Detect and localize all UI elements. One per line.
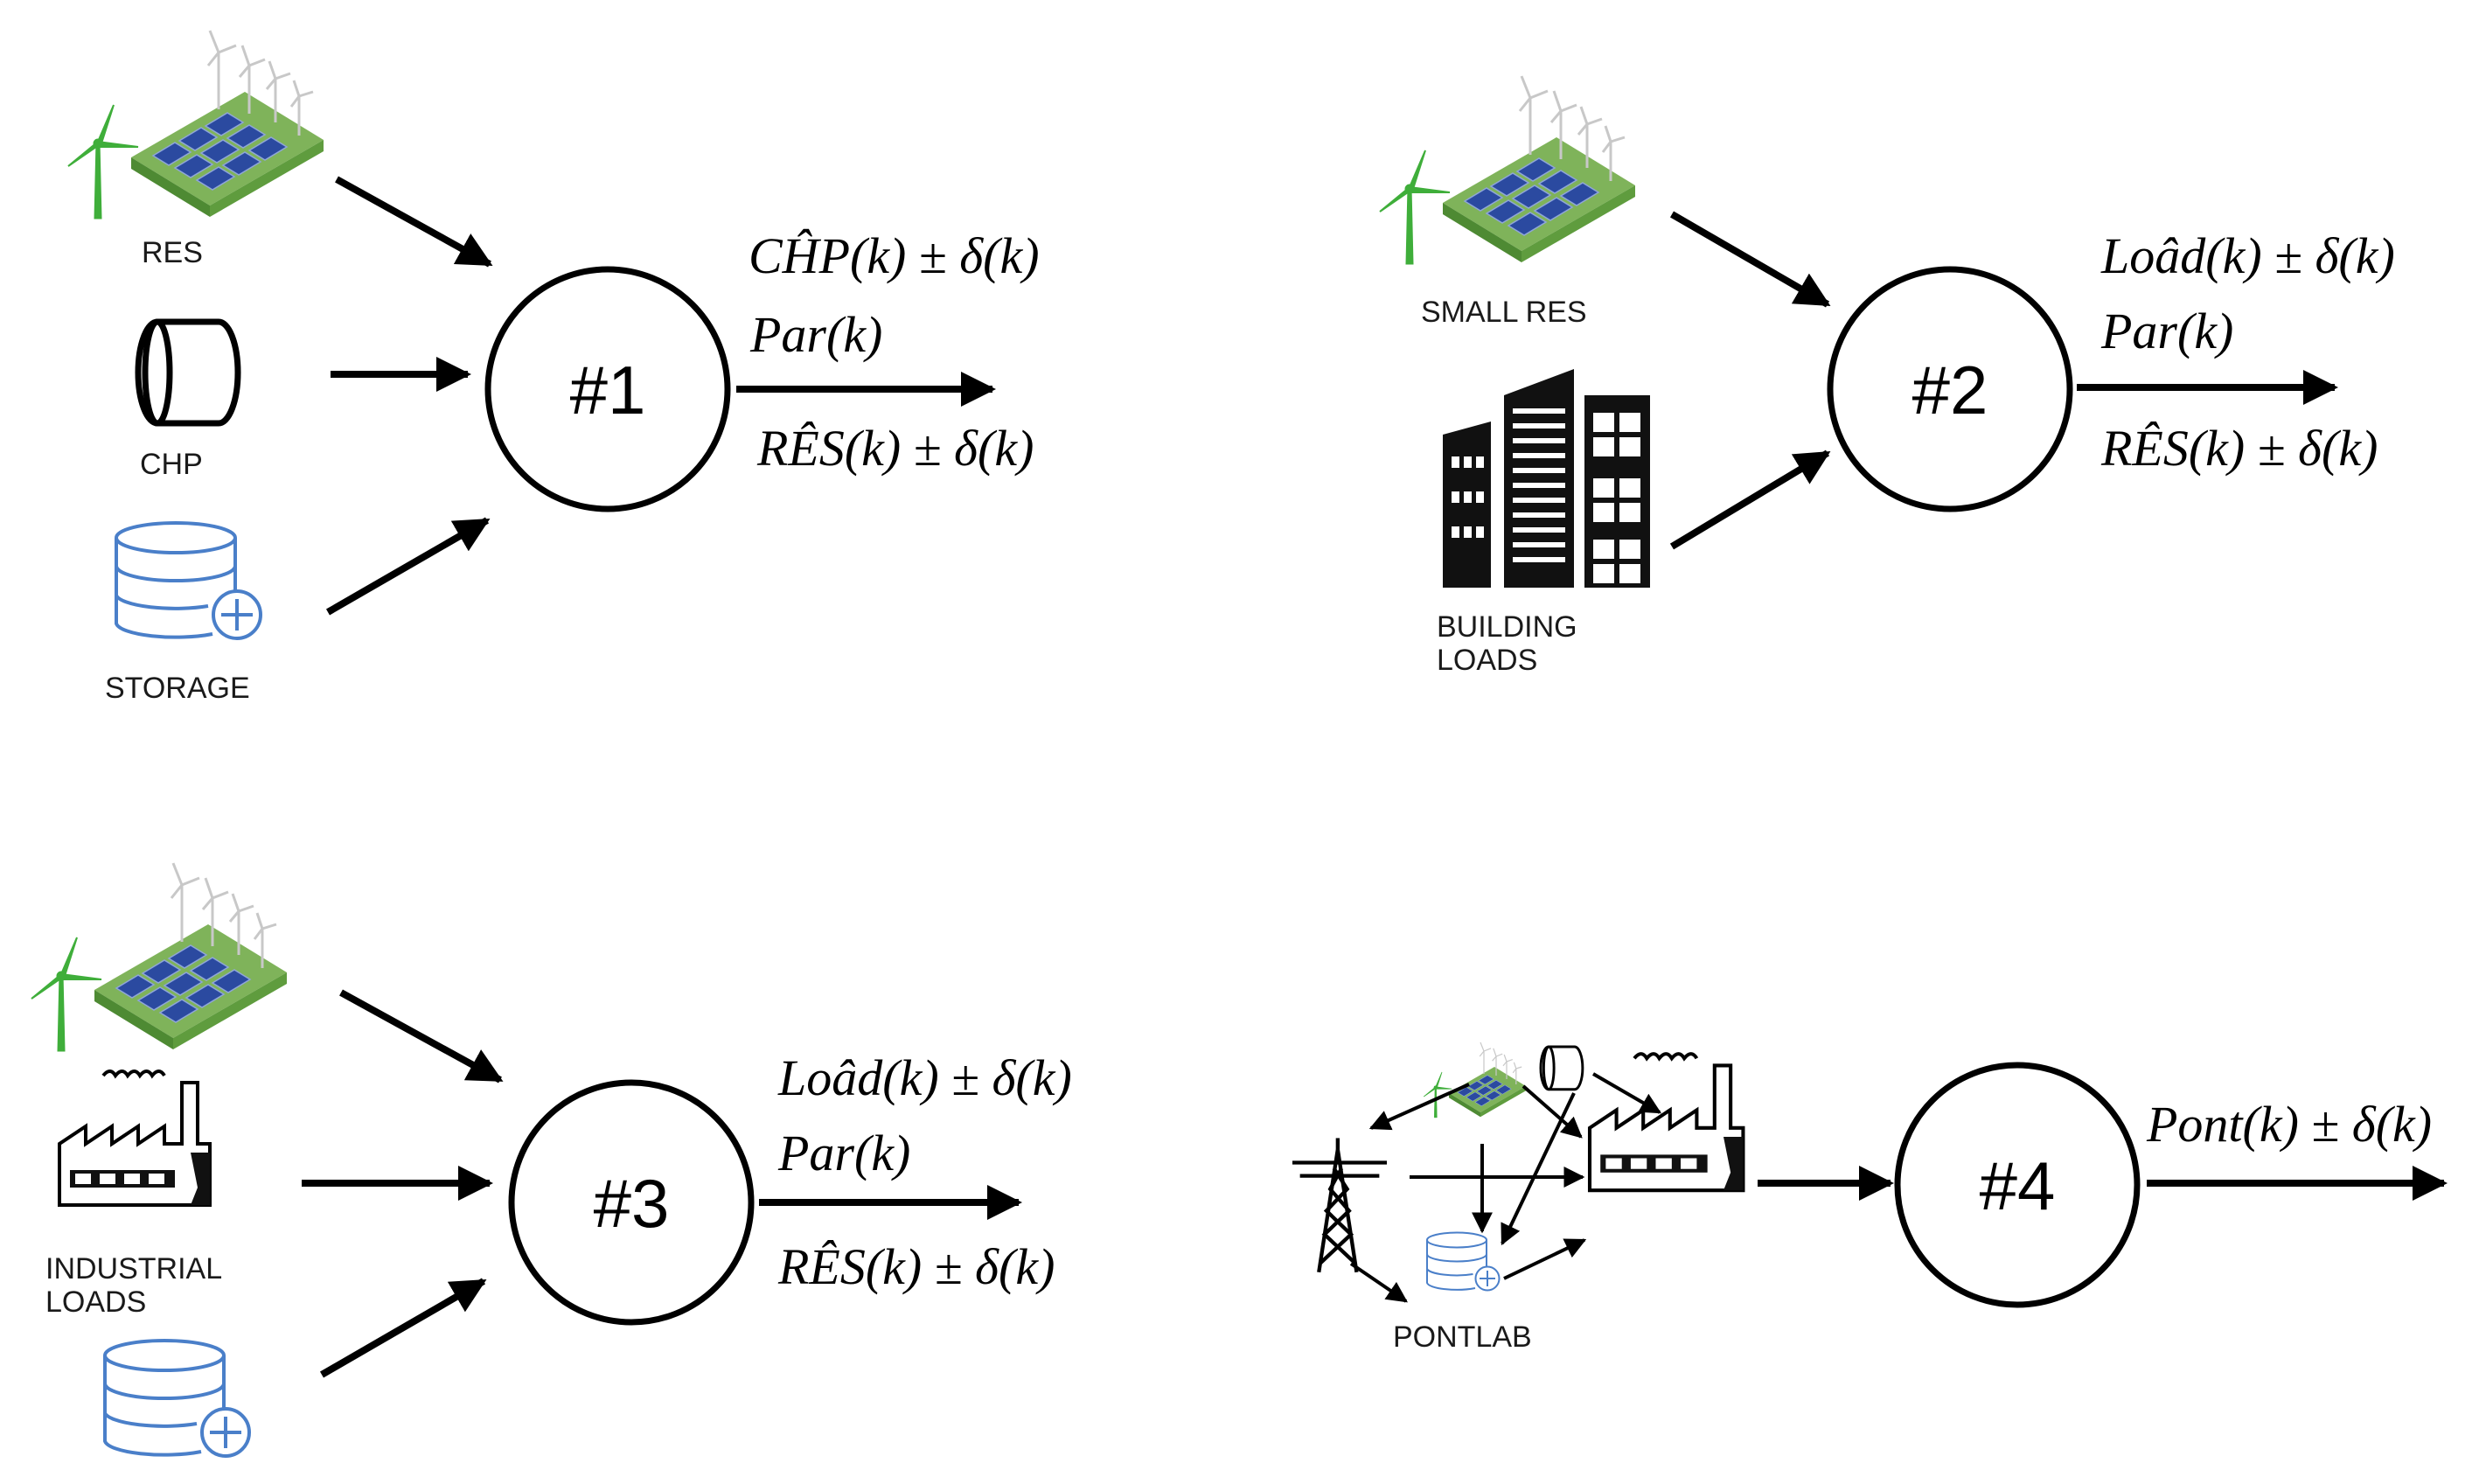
- loads-label: LOADS: [45, 1285, 146, 1319]
- industrial-label: INDUSTRIAL: [45, 1252, 222, 1285]
- node-3-label: #3: [594, 1165, 670, 1242]
- node-4-circle: [1894, 1062, 2141, 1308]
- pontlab-label: PONTLAB: [1393, 1320, 1532, 1354]
- storage-icon: [103, 1339, 251, 1458]
- node-2-circle: [1827, 266, 2073, 512]
- node-1-label: #1: [570, 352, 646, 428]
- node-3-output-res: RÊS(k) ± δ(k): [777, 1238, 1055, 1295]
- small-res-label: SMALL RES: [1421, 296, 1587, 329]
- arrow-storage-to-node-3: [319, 1278, 487, 1378]
- node-3-output-load: Loâd(k) ± δ(k): [777, 1049, 1072, 1106]
- storage-label: STORAGE: [105, 672, 250, 705]
- small-res-icon: [1378, 74, 1637, 266]
- pontlab-cluster: [1292, 1042, 1743, 1303]
- node-2-label: #2: [1912, 352, 1988, 428]
- factory-icon: [1590, 1054, 1743, 1190]
- panel-4: PONTLAB #4 Pont(k) ± δ(k): [1292, 1042, 2448, 1354]
- res-icon: [30, 861, 289, 1053]
- res-icon: [66, 29, 325, 220]
- storage-icon: [1426, 1231, 1501, 1292]
- chp-label: CHP: [140, 448, 203, 481]
- node-1-circle: [484, 266, 731, 512]
- node-1-output-chp: CĤP(k) ± δ(k): [749, 227, 1040, 284]
- node-1-output-res: RÊS(k) ± δ(k): [756, 420, 1034, 477]
- res-icon: [1423, 1042, 1527, 1118]
- arrow-building-to-node-2: [1669, 449, 1831, 550]
- arrow-storage-to-node-1: [326, 517, 491, 616]
- node-1-output-par: Par(k): [749, 306, 882, 363]
- node-4-label: #4: [1980, 1147, 2056, 1224]
- node-3-circle: [508, 1079, 755, 1326]
- node-2-output-res: RÊS(k) ± δ(k): [2100, 420, 2378, 477]
- panel-2: SMALL RES BUILDING LOADS #2 Loâd(k) ± δ(…: [1378, 74, 2395, 677]
- chp-icon: [138, 322, 238, 423]
- node-2-output-par: Par(k): [2100, 303, 2233, 359]
- panel-3: INDUSTRIAL LOADS #3 Loâd(k) ± δ(k) Par(k…: [30, 861, 1072, 1458]
- panel-1: RES CHP STORAGE #1 CĤP(k) ± δ(k) Par(k) …: [66, 29, 1040, 705]
- arrow-small-res-to-node-2: [1669, 211, 1831, 308]
- building-icon: [1443, 369, 1650, 588]
- chp-icon: [1539, 1045, 1584, 1091]
- res-label: RES: [142, 236, 203, 269]
- node-3-output-par: Par(k): [777, 1125, 910, 1181]
- arrow-res-to-node-3: [339, 989, 504, 1083]
- node-2-output-load: Loâd(k) ± δ(k): [2100, 227, 2395, 284]
- building-label: BUILDING: [1437, 610, 1577, 644]
- pylon-icon: [1292, 1138, 1387, 1272]
- node-4-output-pont: Pont(k) ± δ(k): [2146, 1096, 2432, 1153]
- factory-icon: [58, 1069, 212, 1207]
- loads-label: LOADS: [1437, 644, 1537, 677]
- storage-icon: [115, 521, 262, 640]
- arrow-res-to-node-1: [335, 176, 493, 268]
